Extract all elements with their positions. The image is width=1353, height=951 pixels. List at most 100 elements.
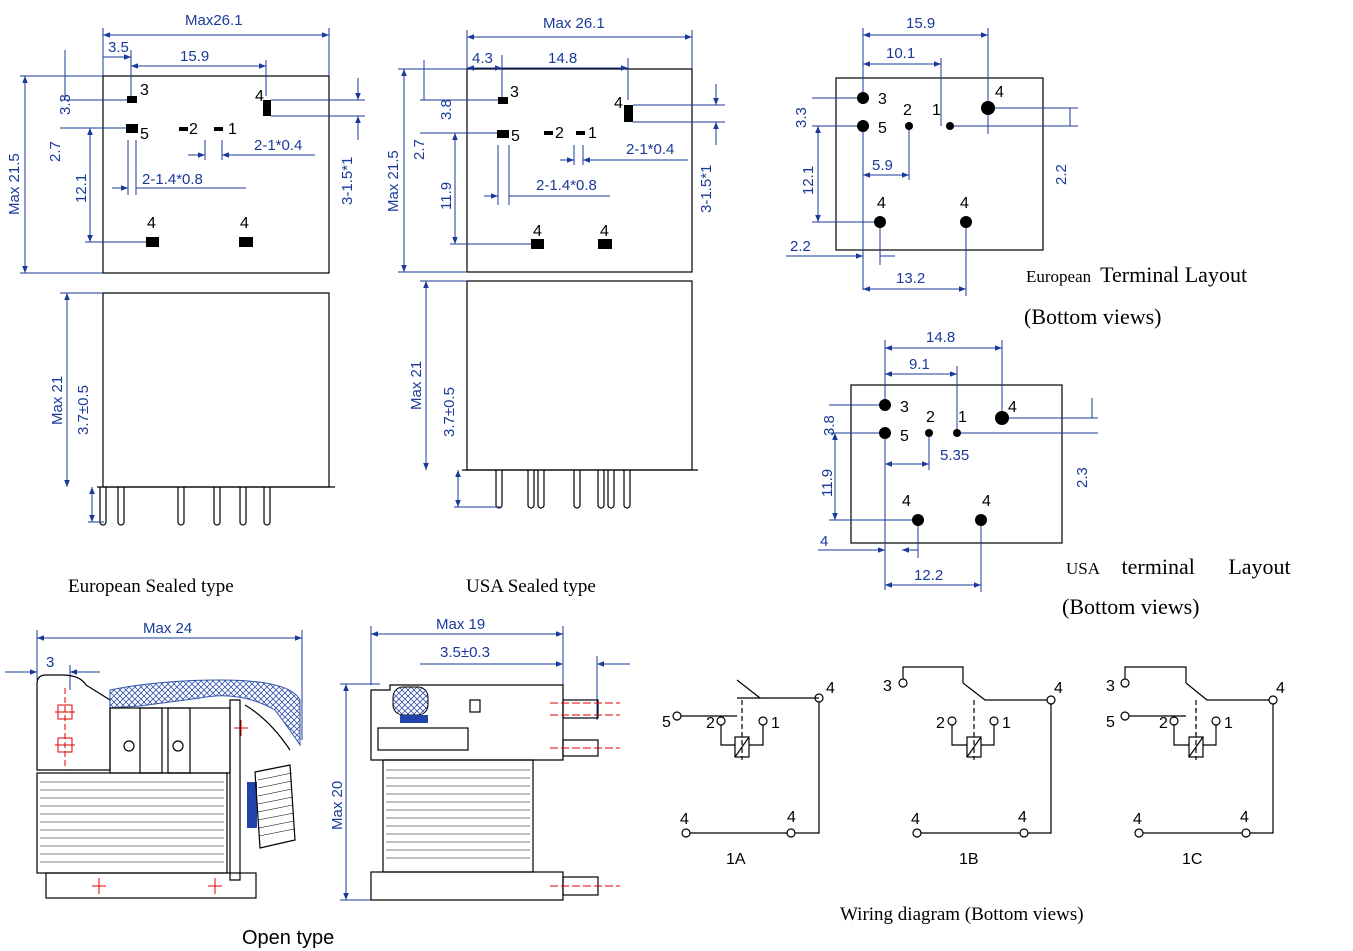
dim-2-3: 2.3 — [1074, 467, 1091, 488]
pin-3: 3 — [900, 399, 909, 416]
dim-4: 4 — [820, 533, 828, 550]
pin-1: 1 — [771, 715, 780, 732]
pin-5: 5 — [511, 128, 520, 145]
label-1c: 1C — [1182, 851, 1202, 868]
dim-3-3: 3.3 — [793, 107, 810, 128]
dim-14-8: 14.8 — [548, 50, 577, 67]
pin-4-bottom-right: 4 — [600, 223, 609, 240]
dim-10-1: 10.1 — [886, 45, 915, 62]
pin-2: 2 — [189, 121, 198, 138]
pin-3: 3 — [510, 84, 519, 101]
dim-15-9: 15.9 — [180, 48, 209, 65]
pin-4-bottom-right: 4 — [960, 195, 969, 212]
dim-max-width: Max26.1 — [185, 12, 243, 29]
pin-4: 4 — [826, 680, 835, 697]
pin-4-bottom-left: 4 — [533, 223, 542, 240]
label-1a: 1A — [726, 851, 746, 868]
pin-4: 4 — [995, 84, 1004, 101]
euro-sealed-top-view: Max26.1 3.5 15.9 Max 21.5 3.3 2.7 12.1 3… — [6, 12, 365, 274]
dim-max-19: Max 19 — [436, 616, 485, 633]
dim-11-9: 11.9 — [438, 182, 455, 210]
dim-9-1: 9.1 — [909, 356, 930, 373]
dim-12-1: 12.1 — [800, 166, 817, 195]
dim-12-2: 12.2 — [914, 567, 943, 584]
pin-1: 1 — [588, 125, 597, 142]
dim-max-21: Max 21 — [49, 376, 66, 425]
dim-2-1x0-4: 2-1*0.4 — [254, 137, 302, 154]
pin-5: 5 — [1106, 714, 1115, 731]
pin-1: 1 — [1002, 715, 1011, 732]
pin-1: 1 — [1224, 715, 1233, 732]
dim-2-7: 2.7 — [411, 139, 428, 160]
dim-2-7: 2.7 — [47, 141, 64, 162]
dim-3-8: 3.8 — [438, 99, 455, 120]
pin-1: 1 — [958, 409, 967, 426]
usa-sealed-caption: USA Sealed type — [466, 576, 596, 597]
dim-3-5: 3.5 — [108, 39, 129, 56]
pin-4: 4 — [1008, 399, 1017, 416]
pin-3: 3 — [140, 82, 149, 99]
usa-layout-caption-2: (Bottom views) — [1062, 594, 1200, 619]
pin-4-left: 4 — [680, 811, 689, 828]
pin-4: 4 — [1276, 680, 1285, 697]
pin-2: 2 — [706, 715, 715, 732]
pin-4-left: 4 — [911, 811, 920, 828]
dim-2-2-left: 2.2 — [790, 238, 811, 255]
dim-12-1: 12.1 — [73, 174, 90, 203]
dim-3: 3 — [46, 654, 54, 671]
pin-1: 1 — [228, 121, 237, 138]
euro-sealed-side-view: Max 21 3.7±0.5 European Sealed type — [49, 292, 335, 597]
pin-3: 3 — [1106, 678, 1115, 695]
wiring-1a: 4 5 2 1 4 4 1A — [662, 679, 835, 868]
open-type-side-view: Max 19 3.5±0.3 Max 20 — [329, 616, 630, 901]
pin-5: 5 — [662, 714, 671, 731]
dim-3-8: 3.8 — [821, 415, 838, 436]
dim-3-1-5x1: 3-1.5*1 — [339, 157, 356, 205]
pin-2: 2 — [926, 409, 935, 426]
euro-layout-caption: European Terminal Layout — [1026, 262, 1247, 287]
wiring-1b: 3 4 2 1 4 4 1B — [883, 666, 1063, 868]
euro-terminal-layout: 15.9 10.1 3.3 12.1 5.9 2.2 2.2 13.2 3 5 … — [786, 15, 1247, 329]
dim-max-20: Max 20 — [329, 781, 346, 830]
dim-5-9: 5.9 — [872, 157, 893, 174]
pin-4-right: 4 — [1240, 809, 1249, 826]
usa-terminal-layout: 14.8 9.1 3.8 11.9 5.35 2.3 4 12.2 3 5 2 … — [818, 329, 1291, 619]
pin-4-right: 4 — [787, 809, 796, 826]
dim-max-width: Max 26.1 — [543, 15, 605, 32]
open-type-front-view: Max 24 3 Open type — [5, 620, 334, 949]
euro-layout-caption-2: (Bottom views) — [1024, 304, 1162, 329]
dim-3-1-5x1: 3-1.5*1 — [698, 165, 715, 213]
dim-3-3: 3.3 — [57, 94, 74, 115]
pin-5: 5 — [878, 120, 887, 137]
pin-4-left: 4 — [1133, 811, 1142, 828]
dim-3-7: 3.7±0.5 — [75, 385, 92, 435]
pin-5: 5 — [140, 126, 149, 143]
pin-4-bottom-left: 4 — [877, 195, 886, 212]
pin-4-bottom-right: 4 — [982, 493, 991, 510]
pin-4: 4 — [1054, 680, 1063, 697]
pin-3: 3 — [883, 678, 892, 695]
dim-15-9: 15.9 — [906, 15, 935, 32]
dim-3-7: 3.7±0.5 — [441, 387, 458, 437]
pin-4: 4 — [614, 95, 623, 112]
dim-2-1-4x0-8: 2-1.4*0.8 — [536, 177, 597, 194]
dim-max-h: Max 21.5 — [385, 150, 402, 212]
label-1b: 1B — [959, 851, 979, 868]
pin-2: 2 — [1159, 715, 1168, 732]
pin-4-bottom-right: 4 — [240, 215, 249, 232]
usa-sealed-side-view: Max 21 3.7±0.5 USA Sealed type — [408, 280, 698, 597]
pin-4-bottom-left: 4 — [147, 215, 156, 232]
pin-2: 2 — [936, 715, 945, 732]
pin-1: 1 — [932, 102, 941, 119]
open-type-caption: Open type — [242, 927, 334, 949]
dim-max-21: Max 21 — [408, 361, 425, 410]
wiring-caption: Wiring diagram (Bottom views) — [840, 904, 1084, 925]
dim-3-5: 3.5±0.3 — [440, 644, 490, 661]
pin-4: 4 — [255, 88, 264, 105]
dim-11-9: 11.9 — [819, 469, 836, 497]
pin-4-bottom-left: 4 — [902, 493, 911, 510]
dim-max-24: Max 24 — [143, 620, 192, 637]
dim-max-h: Max 21.5 — [6, 153, 23, 215]
